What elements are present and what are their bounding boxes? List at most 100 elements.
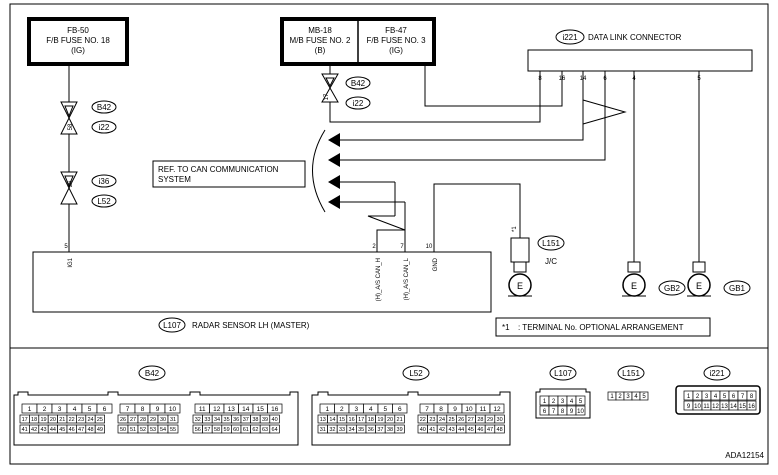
l52-pin-1: 1 bbox=[325, 406, 329, 413]
b42-pin-31: 31 bbox=[170, 417, 176, 423]
l52-pin-2: 2 bbox=[340, 406, 344, 413]
ground-jc: E bbox=[508, 273, 532, 297]
b42-pin-20: 20 bbox=[50, 417, 56, 423]
can-arrow-4 bbox=[328, 195, 340, 209]
b42-pin-45: 45 bbox=[59, 427, 65, 433]
conn-b42-label-2: B42 bbox=[351, 79, 366, 88]
sensor-pin-name-can-l: (H)_A/S CAN_L bbox=[404, 257, 410, 300]
sensor-pin-name-ig1: IG1 bbox=[68, 257, 74, 267]
note-text: : TERMINAL No. OPTIONAL ARRANGEMENT bbox=[518, 323, 684, 332]
fuse-fb47-id: FB-47 bbox=[385, 26, 407, 35]
i221-pin-6: 6 bbox=[732, 394, 736, 400]
fuse-fb50-name: F/B FUSE NO. 18 bbox=[46, 36, 110, 45]
can-arrow-3 bbox=[328, 175, 340, 189]
l52-pin-23: 23 bbox=[429, 417, 435, 423]
conn-i36-label: i36 bbox=[99, 177, 110, 186]
ground-gb1-e: E bbox=[696, 281, 702, 291]
conn-b42-label-1: B42 bbox=[97, 103, 112, 112]
b42-pin-58: 58 bbox=[214, 427, 220, 433]
i221-pin-16: 16 bbox=[748, 404, 755, 410]
l107-pin-3: 3 bbox=[561, 399, 565, 405]
l52-pin-29: 29 bbox=[487, 417, 493, 423]
jc-star: *1 bbox=[512, 226, 518, 232]
l107-pin-2: 2 bbox=[552, 399, 556, 405]
i221-pin-13: 13 bbox=[721, 404, 728, 410]
l52-pin-48: 48 bbox=[497, 427, 503, 433]
l52-pin-17: 17 bbox=[358, 417, 364, 423]
l52-pin-18: 18 bbox=[368, 417, 374, 423]
b42-cell-10 bbox=[164, 403, 181, 414]
b42-pin-13: 13 bbox=[228, 406, 236, 413]
b42-pin-10: 10 bbox=[169, 406, 177, 413]
l52-pin-44: 44 bbox=[458, 427, 464, 433]
b42-pin-38: 38 bbox=[252, 417, 258, 423]
connector-b42-i22-right: 17 B42 i22 bbox=[321, 73, 371, 110]
b42-pin-62: 62 bbox=[252, 427, 258, 433]
l52-pin-10: 10 bbox=[465, 406, 473, 413]
b42-pin-6: 6 bbox=[103, 406, 107, 413]
b42-pin-23: 23 bbox=[78, 417, 84, 423]
b42-pin-57: 57 bbox=[204, 427, 210, 433]
can-arrow-1 bbox=[328, 133, 340, 147]
l107-cell-10 bbox=[575, 405, 586, 416]
b42-pin-54: 54 bbox=[160, 427, 166, 433]
i221-pin-2: 2 bbox=[696, 394, 700, 400]
ground-gb2: E GB2 bbox=[622, 261, 686, 297]
note-mark: *1 bbox=[502, 323, 510, 332]
b42-pin-30: 30 bbox=[160, 417, 166, 423]
joint-connector-l151: *1 L151 J/C bbox=[510, 226, 565, 273]
fuse-mb18: MB-18 M/B FUSE NO. 2 (B) FB-47 F/B FUSE … bbox=[280, 17, 436, 66]
b42-cell-40 bbox=[269, 414, 280, 424]
l52-pin-24: 24 bbox=[439, 417, 445, 423]
l151-pin-4: 4 bbox=[634, 394, 638, 400]
l52-pin-22: 22 bbox=[420, 417, 426, 423]
l52-pin-34: 34 bbox=[349, 427, 355, 433]
ground-gb2-e: E bbox=[631, 281, 637, 291]
b42-pin-4: 4 bbox=[73, 406, 77, 413]
l52-pin-9: 9 bbox=[453, 406, 457, 413]
i221-cell-16 bbox=[746, 400, 757, 411]
sensor-pin-name-gnd: GND bbox=[433, 257, 439, 271]
b42-pin-24: 24 bbox=[87, 417, 93, 423]
b42-pin-64: 64 bbox=[272, 427, 278, 433]
diagram-frame bbox=[9, 3, 769, 465]
i221-cell-8 bbox=[746, 390, 757, 401]
i221-pin-9: 9 bbox=[687, 404, 691, 410]
i221-pin-15: 15 bbox=[739, 404, 746, 410]
ref-can-line2: SYSTEM bbox=[158, 175, 191, 184]
l52-pin-41: 41 bbox=[429, 427, 435, 433]
b42-pin-12: 12 bbox=[213, 406, 221, 413]
b42-pin-16: 16 bbox=[271, 406, 279, 413]
l52-cell-6 bbox=[392, 403, 408, 414]
jc-id: L151 bbox=[542, 239, 560, 248]
l52-pin-3: 3 bbox=[354, 406, 358, 413]
fuse-fb47-name: F/B FUSE NO. 3 bbox=[366, 36, 426, 45]
l52-pin-38: 38 bbox=[387, 427, 393, 433]
l52-pin-36: 36 bbox=[368, 427, 374, 433]
pin-36-mark: 36 bbox=[68, 180, 74, 187]
b42-pin-27: 27 bbox=[130, 417, 136, 423]
l52-pin-39: 39 bbox=[397, 427, 403, 433]
l107-pin-1: 1 bbox=[543, 399, 547, 405]
b42-pin-2: 2 bbox=[43, 406, 47, 413]
b42-pin-39: 39 bbox=[262, 417, 268, 423]
can-arrow-2 bbox=[328, 153, 340, 167]
l52-pin-35: 35 bbox=[358, 427, 364, 433]
l52-pin-15: 15 bbox=[339, 417, 345, 423]
b42-pin-51: 51 bbox=[130, 427, 136, 433]
sensor-pin-2: 2 bbox=[372, 244, 376, 250]
sensor-pin-5: 5 bbox=[64, 244, 68, 250]
b42-pin-42: 42 bbox=[31, 427, 37, 433]
b42-pin-28: 28 bbox=[140, 417, 146, 423]
b42-pin-48: 48 bbox=[87, 427, 93, 433]
l107-cell-5 bbox=[575, 395, 586, 406]
b42-pin-37: 37 bbox=[243, 417, 249, 423]
fuse-mb18-type: (B) bbox=[315, 46, 326, 55]
l52-pin-40: 40 bbox=[420, 427, 426, 433]
l107-pin-4: 4 bbox=[570, 399, 574, 405]
b42-pin-52: 52 bbox=[140, 427, 146, 433]
wires bbox=[68, 64, 700, 272]
i221-pin-4: 4 bbox=[714, 394, 718, 400]
l52-cell-48 bbox=[494, 424, 505, 434]
